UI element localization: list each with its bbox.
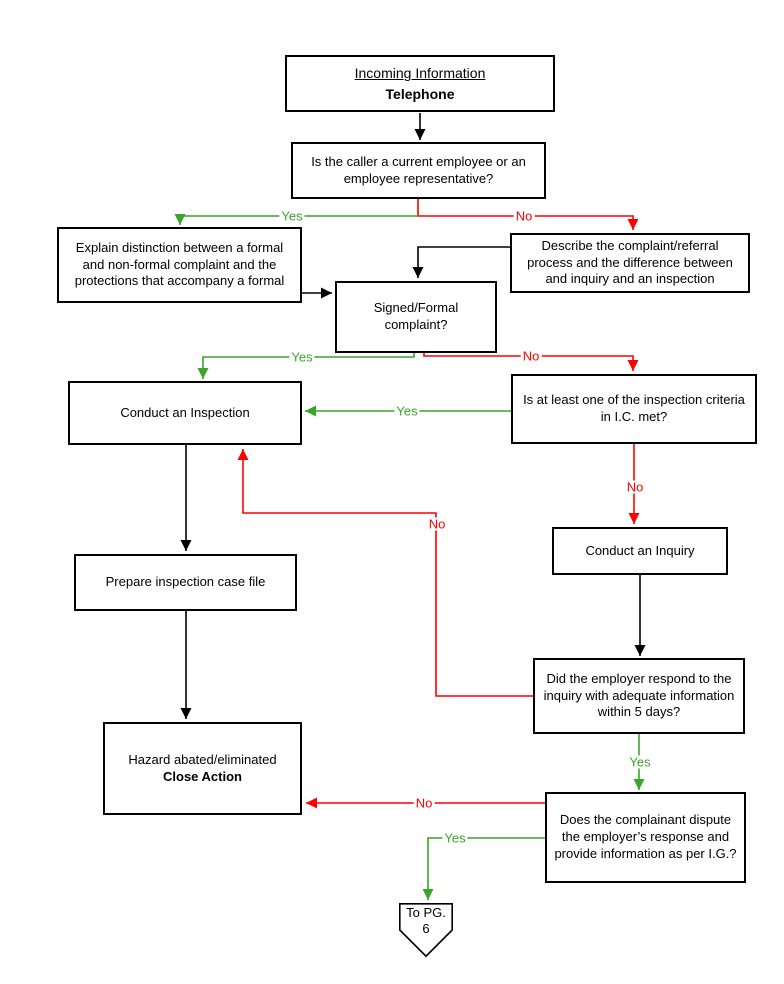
- explain-distinction-text: Explain distinction between a formal and…: [74, 239, 285, 289]
- edge-caller-yes: [174, 214, 418, 225]
- edge-label-caller-no: No: [513, 208, 535, 224]
- edge-label-caller-yes: Yes: [279, 208, 305, 224]
- node-prepare-case-file: Prepare inspection case file: [74, 554, 297, 611]
- signed-question-text: Signed/Formal complaint?: [373, 300, 459, 332]
- incoming-title: Incoming Information: [354, 65, 486, 82]
- edge-dispute-yes: [422, 837, 545, 900]
- edge-label-signed-no: No: [520, 348, 542, 364]
- close-action-line1: Hazard abated/eliminated: [128, 751, 277, 767]
- edge-respond-no: [237, 449, 533, 697]
- describe-process-text: Describe the complaint/referral process …: [527, 237, 733, 287]
- edge-label-signed-yes: Yes: [289, 349, 315, 365]
- incoming-subtitle: Telephone: [385, 85, 455, 102]
- criteria-question-text: Is at least one of the inspection criter…: [523, 392, 745, 424]
- edge-label-respond-yes: Yes: [627, 754, 653, 770]
- edge-describe-to-signed: [412, 246, 510, 278]
- edge-label-dispute-yes: Yes: [442, 830, 468, 846]
- offpage-line2: 6: [422, 921, 430, 937]
- dispute-question-text: Does the complainant dispute the employe…: [554, 812, 737, 861]
- conduct-inspection-text: Conduct an Inspection: [120, 404, 250, 420]
- node-signed-question: Signed/Formal complaint?: [335, 281, 497, 353]
- node-offpage-connector: To PG. 6: [399, 905, 453, 938]
- offpage-connector-shape: [399, 903, 453, 958]
- edge-label-dispute-no: No: [413, 795, 435, 811]
- close-action-line2: Close Action: [163, 768, 242, 784]
- node-conduct-inspection: Conduct an Inspection: [68, 381, 302, 445]
- node-conduct-inquiry: Conduct an Inquiry: [552, 527, 728, 575]
- edge-label-respond-no: No: [426, 516, 448, 532]
- prepare-case-file-text: Prepare inspection case file: [105, 574, 266, 590]
- node-incoming-information: Incoming Information Telephone: [285, 55, 555, 112]
- node-criteria-question: Is at least one of the inspection criter…: [511, 374, 757, 444]
- node-close-action: Hazard abated/eliminated Close Action: [103, 722, 302, 815]
- offpage-line1: To PG.: [406, 905, 446, 920]
- conduct-inquiry-text: Conduct an Inquiry: [585, 542, 695, 558]
- employer-respond-question-text: Did the employer respond to the inquiry …: [543, 670, 735, 720]
- node-dispute-question: Does the complainant dispute the employe…: [545, 792, 746, 883]
- node-caller-question: Is the caller a current employee or an e…: [291, 142, 546, 199]
- caller-question-text: Is the caller a current employee or an e…: [311, 153, 526, 186]
- node-describe-process: Describe the complaint/referral process …: [510, 233, 750, 293]
- edge-label-criteria-yes: Yes: [394, 403, 420, 419]
- node-explain-distinction: Explain distinction between a formal and…: [57, 227, 302, 303]
- node-employer-respond-question: Did the employer respond to the inquiry …: [533, 658, 745, 734]
- edge-label-criteria-no: No: [624, 479, 646, 495]
